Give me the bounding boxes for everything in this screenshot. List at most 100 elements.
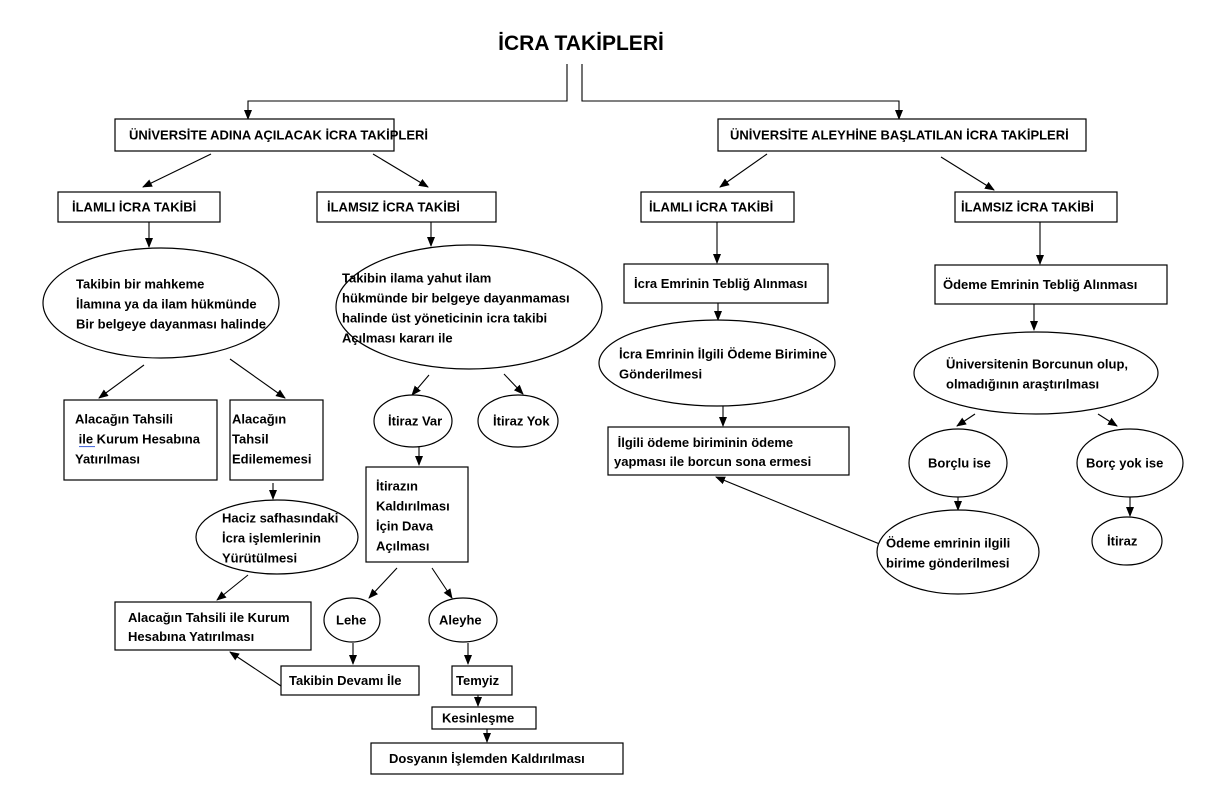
- node-label-line: İtiraz Var: [388, 413, 442, 428]
- node-label-line: Lehe: [336, 612, 366, 627]
- node-label-line: İLAMLI İCRA TAKİBİ: [649, 199, 773, 214]
- box-shape: [229, 399, 324, 481]
- node-label-line: Takibin Devamı İle: [289, 673, 401, 688]
- node-odeme-emri-gonderme: Ödeme emrinin ilgili birime gönderilmesi: [876, 509, 1040, 595]
- edge-dava-lehe: [368, 567, 398, 599]
- ellipse-shape: [477, 394, 559, 448]
- node-label-line: Haciz safhasındaki: [222, 511, 338, 526]
- node-label-line: Borçlu ise: [928, 455, 991, 470]
- node-itiraz-var: İtiraz Var: [373, 394, 453, 448]
- node-label-line: İtiraz: [1107, 533, 1138, 548]
- node-odeme-sona: İlgili ödeme biriminin ödeme yapması ile …: [607, 426, 850, 476]
- edge-cond-tahsil: [98, 364, 145, 399]
- node-left-root: ÜNİVERSİTE ADINA AÇILACAK İCRA TAKİPLERİ: [114, 118, 428, 152]
- node-label-line: İçin Dava: [376, 519, 434, 534]
- node-label-line: Alacağın: [232, 412, 286, 427]
- node-r-ilamsiz: İLAMSIZ İCRA TAKİBİ: [954, 191, 1118, 223]
- ellipse-shape: [373, 394, 453, 448]
- box-shape: [280, 665, 420, 696]
- box-shape: [365, 466, 469, 563]
- box-shape: [954, 191, 1118, 223]
- node-takibin-devami: Takibin Devamı İle: [280, 665, 420, 696]
- node-borc-arastirma: Üniversitenin Borcunun olup, olmadığının …: [913, 331, 1159, 415]
- box-shape: [717, 118, 1087, 152]
- box-shape: [370, 742, 624, 775]
- node-label-line: Ödeme Emrinin Tebliğ Alınması: [943, 277, 1137, 292]
- edge-left-root-ilamsiz: [372, 153, 429, 188]
- node-borclu-ise: Borçlu ise: [908, 428, 1008, 498]
- node-label-line: birime gönderilmesi: [886, 556, 1010, 571]
- node-label-line: Gönderilmesi: [619, 367, 702, 382]
- node-label-line: Takibin ilama yahut ilam: [342, 271, 491, 286]
- node-label-line: Alacağın Tahsili ile Kurum: [128, 610, 290, 625]
- node-label-line: Yatırılması: [75, 452, 140, 467]
- node-temyiz: Temyiz: [451, 665, 513, 696]
- node-label-line: Açılması kararı ile: [342, 331, 453, 346]
- ellipse-shape: [195, 499, 359, 575]
- node-label-line: İcra işlemlerinin: [222, 531, 321, 546]
- node-itiraz-yok: İtiraz Yok: [477, 394, 559, 448]
- edge-title-left: [244, 64, 568, 120]
- node-icra-emri-teblig: İcra Emrinin Tebliğ Alınması: [623, 263, 829, 304]
- ellipse-shape: [908, 428, 1008, 498]
- edge-haciz-kurum: [216, 574, 249, 601]
- edge-arastirma-borcyok: [1097, 413, 1118, 427]
- node-label-line: Takibin bir mahkeme: [76, 277, 204, 292]
- ellipse-shape: [1091, 516, 1163, 566]
- node-label-line: halinde üst yöneticinin icra takibi: [342, 311, 547, 326]
- node-label-line: Temyiz: [456, 673, 500, 688]
- node-lehe: Lehe: [323, 597, 381, 643]
- ellipse-shape: [913, 331, 1159, 415]
- box-shape: [934, 264, 1168, 305]
- edge-ilamsiz-itirazyok: [503, 373, 524, 395]
- node-label-line: yapması ile borcun sona ermesi: [614, 454, 811, 469]
- edge-devam-kurum: [229, 651, 282, 687]
- box-shape: [114, 601, 312, 651]
- node-label-line: Ödeme emrinin ilgili: [886, 536, 1010, 551]
- node-label-line: İcra Emrinin İlgili Ödeme Birimine: [619, 347, 827, 362]
- node-label-line: ile Kurum Hesabına: [75, 432, 201, 447]
- node-label-line: İlgili ödeme biriminin ödeme: [614, 435, 793, 450]
- node-borc-yok-ise: Borç yok ise: [1076, 428, 1184, 498]
- node-label-line: Alacağın Tahsili: [75, 412, 173, 427]
- node-label-line: İtirazın: [376, 479, 418, 494]
- node-label-line: olmadığının araştırılması: [946, 377, 1099, 392]
- edge-cond-edilememe: [229, 358, 286, 399]
- edge-right-root-ilamsiz: [940, 156, 995, 191]
- edge-title-right: [581, 64, 903, 120]
- node-l-ilamli: İLAMLI İCRA TAKİBİ: [57, 191, 221, 223]
- node-r-ilamli: İLAMLI İCRA TAKİBİ: [640, 191, 795, 223]
- node-label-line: İcra Emrinin Tebliğ Alınması: [634, 276, 807, 291]
- ellipse-shape: [42, 247, 280, 359]
- node-label-line: Üniversitenin Borcunun olup,: [946, 357, 1128, 372]
- edge-right-root-ilamli: [719, 153, 768, 188]
- node-itiraz: İtiraz: [1091, 516, 1163, 566]
- node-right-root: ÜNİVERSİTE ALEYHİNE BAŞLATILAN İCRA TAKİ…: [717, 118, 1087, 152]
- node-tahsil-yatirilma: Alacağın Tahsili ile Kurum HesabınaYatır…: [63, 399, 218, 481]
- box-shape: [57, 191, 221, 223]
- edge-arastirma-borclu: [956, 413, 976, 427]
- node-icra-emri-gonderme: İcra Emrinin İlgili Ödeme BirimineGönder…: [598, 319, 836, 407]
- box-shape: [451, 665, 513, 696]
- node-label-line: Tahsil: [232, 432, 269, 447]
- node-label-line: Borç yok ise: [1086, 455, 1163, 470]
- nodes-layer: ÜNİVERSİTE ADINA AÇILACAK İCRA TAKİPLERİ…: [42, 118, 1184, 775]
- ellipse-shape: [1076, 428, 1184, 498]
- node-label-line: İLAMSIZ İCRA TAKİBİ: [961, 199, 1094, 214]
- node-label-line: Aleyhe: [439, 612, 482, 627]
- node-label-line: ÜNİVERSİTE ALEYHİNE BAŞLATILAN İCRA TAKİ…: [730, 127, 1069, 142]
- box-shape: [607, 426, 850, 476]
- diagram-title: İCRA TAKİPLERİ: [498, 32, 664, 55]
- node-label-line: Hesabına Yatırılması: [128, 629, 254, 644]
- node-odeme-emri-teblig: Ödeme Emrinin Tebliğ Alınması: [934, 264, 1168, 305]
- box-shape: [114, 118, 395, 152]
- node-label-line: Edilememesi: [232, 452, 312, 467]
- edge-left-root-ilamli: [142, 153, 212, 188]
- ellipse-shape: [876, 509, 1040, 595]
